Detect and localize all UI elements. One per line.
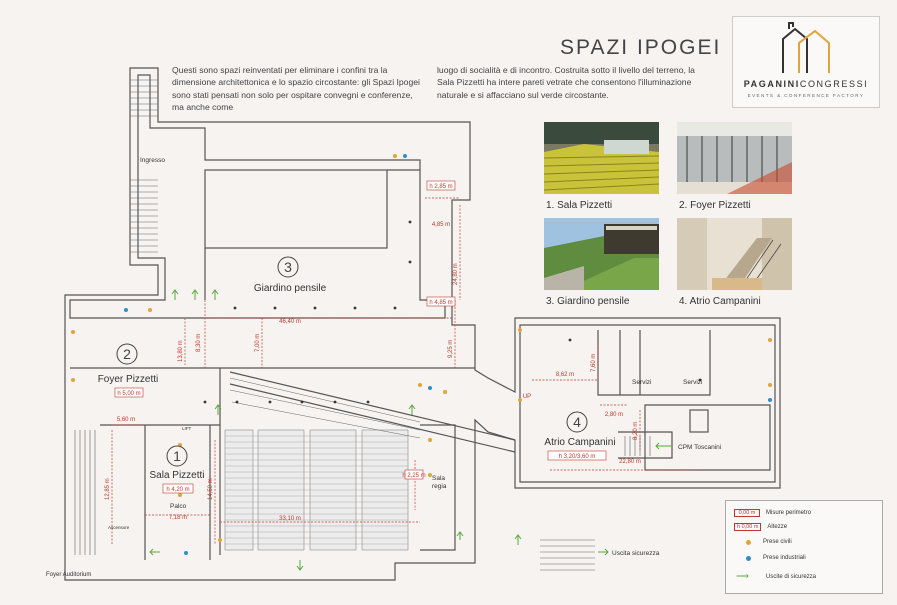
legend-perimetro: Misure perimetro	[766, 510, 812, 516]
measure-22-80: 22,80 m	[619, 459, 641, 465]
label-lift: LIFT	[182, 426, 192, 431]
photo-sala-pizzetti	[544, 122, 659, 194]
measure-8-20: 8,20 m	[633, 422, 639, 440]
photo-caption-4: 4. Atrio Campanini	[679, 296, 761, 307]
sala-dims: 7,18 m	[169, 515, 187, 521]
room-1-number: 1	[173, 448, 181, 464]
measure-up: UP	[523, 394, 531, 400]
height-foyer: h 5,00 m	[117, 391, 140, 397]
logo-brand-a: PAGANINI	[743, 79, 800, 89]
measure-h485: h 4,85 m	[429, 300, 452, 306]
photo-atrio-campanini	[677, 218, 792, 290]
measure-2-80: 2,80 m	[605, 412, 623, 418]
label-cpm: CPM Toscanini	[678, 444, 721, 451]
measure-8-62: 8,62 m	[556, 372, 574, 378]
brand-logo: PAGANINICONGRESSI EVENTS & CONFERENCE FA…	[732, 16, 880, 108]
label-ingresso: Ingresso	[140, 157, 165, 164]
legend-uscite: Uscite di sicurezza	[766, 573, 817, 580]
measure-h225: h 2,25 m	[402, 473, 425, 479]
measure-33-10: 33,10 m	[279, 516, 301, 522]
measure-8-30: 8,30 m	[196, 334, 202, 352]
measure-h285: h 2,85 m	[429, 184, 452, 190]
height-sala: h 4,20 m	[166, 487, 189, 493]
intro-left: Questi sono spazi reinventati per elimin…	[172, 65, 420, 113]
measure-5-60: 5,60 m	[117, 417, 135, 423]
label-palco: Palco	[170, 503, 187, 510]
room-1-name: Sala Pizzetti	[149, 470, 204, 481]
photo-caption-3: 3. Giardino pensile	[546, 296, 630, 307]
measure-24-80: 24,80 m	[453, 263, 459, 285]
legend-altezze-box: h 0,00 m	[734, 523, 762, 531]
legend: 0,00 m Misure perimetro h 0,00 m Altezze P…	[725, 500, 883, 594]
outlet-civili-icon	[746, 539, 751, 545]
photo-caption-1: 1. Sala Pizzetti	[546, 200, 613, 211]
measure-12-85: 12,85 m	[105, 478, 111, 500]
photo-foyer-pizzetti	[677, 122, 792, 194]
measure-7-60: 7,60 m	[591, 354, 597, 372]
page-title: SPAZI IPOGEI	[560, 36, 722, 59]
outlets-civili	[71, 154, 772, 542]
measure-9-25: 9,25 m	[448, 340, 454, 358]
legend-civili: Prese civili	[763, 539, 792, 545]
room-4-number: 4	[573, 414, 581, 430]
garden-void	[204, 169, 388, 249]
label-ascensore: Ascensore	[108, 525, 130, 530]
legend-perimetro-box: 0,00 m	[734, 509, 760, 517]
photo-caption-2: 2. Foyer Pizzetti	[679, 200, 751, 211]
exit-arrow-icon: ⟶	[736, 571, 749, 581]
measure-7-00: 7,00 m	[255, 334, 261, 352]
room-3-name: Giardino pensile	[254, 283, 327, 294]
label-foyer-auditorium: Foyer Auditorium	[46, 572, 91, 578]
label-servizi-2: Servizi	[683, 379, 703, 386]
measure-14-50: 14,50 m	[208, 478, 214, 500]
logo-tagline: EVENTS & CONFERENCE FACTORY	[747, 93, 865, 98]
intro-right: luogo di socialità e di incontro. Costru…	[437, 65, 695, 100]
label-uscita: Uscita sicurezza	[612, 550, 660, 557]
legend-industriali: Prese industriali	[763, 555, 806, 561]
room-2-name: Foyer Pizzetti	[98, 374, 159, 385]
label-sala-regia-2: regia	[432, 483, 447, 490]
logo-brand-b: CONGRESSI	[799, 79, 869, 89]
outlets-industriali	[124, 154, 772, 555]
measure-13-80: 13,80 m	[178, 340, 184, 362]
photo-giardino-pensile	[544, 218, 659, 290]
height-atrio: h 3,20/3,60 m	[559, 454, 596, 460]
room-3-number: 3	[284, 259, 292, 275]
measure-46-40: 46,40 m	[279, 319, 301, 325]
outer-wall	[64, 67, 781, 581]
label-sala-regia-1: Sala	[432, 475, 445, 482]
label-servizi-1: Servizi	[632, 379, 652, 386]
legend-altezze: Altezze	[767, 524, 788, 530]
measure-4-85: 4,85 m	[432, 222, 450, 228]
room-4-name: Atrio Campanini	[544, 437, 615, 448]
room-2-number: 2	[123, 346, 131, 362]
outlet-industriali-icon	[746, 555, 751, 561]
logo-house-icon	[782, 22, 830, 73]
